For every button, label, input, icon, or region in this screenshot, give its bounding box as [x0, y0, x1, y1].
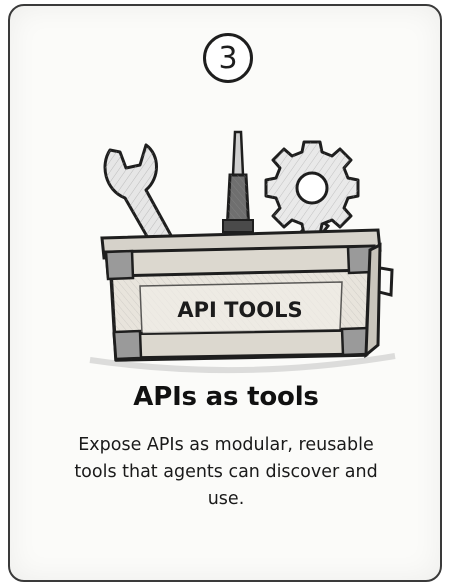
card-title: APIs as tools: [133, 382, 319, 412]
toolbox-label: API TOOLS: [177, 298, 302, 322]
screwdriver-icon: [222, 130, 254, 252]
step-number: 3: [218, 40, 238, 76]
step-number-badge: 3: [203, 33, 253, 83]
card-description: Expose APIs as modular, reusable tools t…: [74, 435, 378, 509]
toolbox-illustration: API TOOLS: [89, 130, 396, 374]
toolbox-icon: API TOOLS: [100, 228, 394, 362]
